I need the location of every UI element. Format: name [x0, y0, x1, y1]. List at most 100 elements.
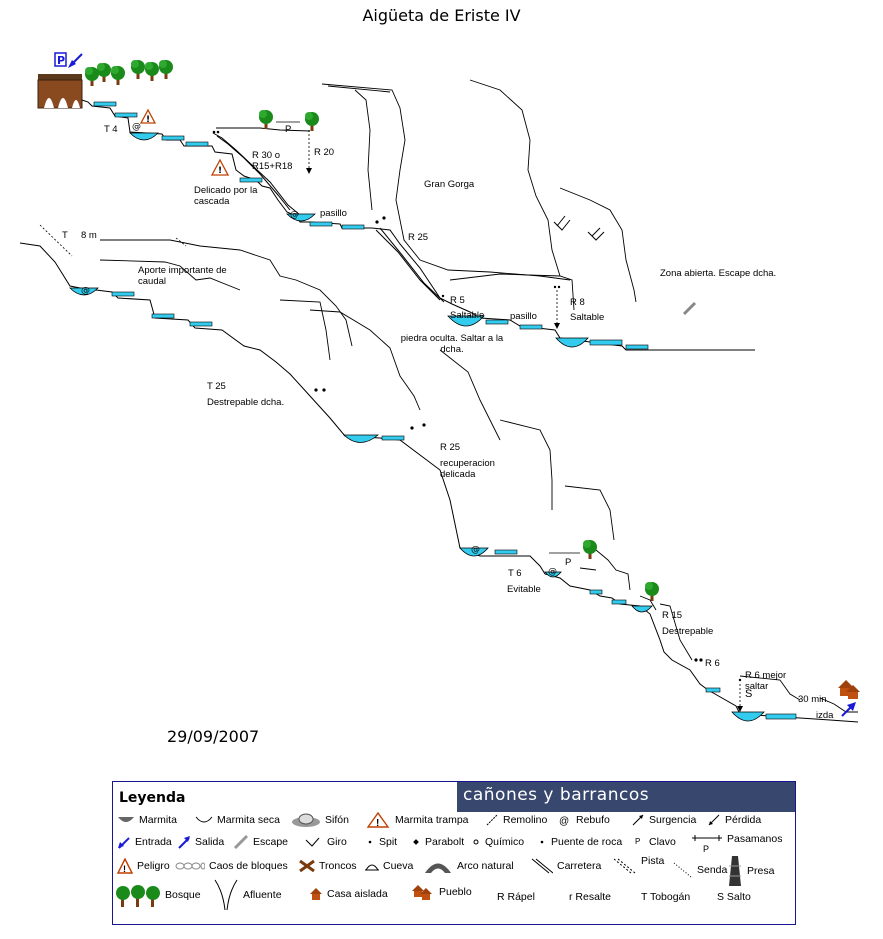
marmita-seca-icon [195, 816, 213, 823]
legend-caos-bloques: Caos de bloques [175, 858, 288, 874]
entrada-arrow-icon [68, 53, 83, 68]
legend-escape: Escape [233, 834, 288, 850]
label-r8: R 8 [570, 297, 585, 308]
carretera-icon [531, 858, 553, 874]
legend-pista: Pista [613, 855, 664, 874]
label-recuperacion: recuperacion delicada [440, 458, 495, 480]
label-r5: R 5 [450, 295, 465, 306]
svg-text:@: @ [81, 286, 90, 296]
forest-icon [85, 60, 173, 86]
svg-text:P: P [635, 837, 640, 846]
label-gran-gorga: Gran Gorga [424, 179, 475, 190]
troncos-icon [299, 859, 315, 873]
label-destrepable-2: Destrepable [662, 626, 714, 637]
label-t8m: 8 m [81, 230, 97, 241]
label-r6-mejor: R 6 mejor saltar [745, 670, 787, 692]
pasamanos-lines [276, 121, 580, 554]
giro-symbols [553, 215, 605, 241]
label-s: S [745, 688, 753, 700]
label-aporte: Aporte importante de caudal [138, 265, 227, 287]
bosque-icon [116, 885, 160, 907]
label-r6: R 6 [705, 658, 720, 669]
legend-bosque: Bosque [115, 880, 201, 910]
legend-tobogan: T Tobogán [641, 891, 691, 903]
label-p-top: P [285, 124, 292, 135]
label-evitable: Evitable [507, 584, 541, 595]
cueva-icon [365, 864, 379, 871]
marmita-trampa-icon: ! [366, 812, 390, 828]
svg-text:@: @ [132, 122, 141, 132]
arco-natural-icon [425, 863, 451, 873]
quimico-icon [473, 839, 479, 845]
svg-text:P: P [57, 54, 65, 67]
legend-surgencia: Surgencia [631, 812, 696, 828]
casa-aislada-icon [310, 888, 322, 900]
legend-senda: Senda [673, 862, 727, 878]
marmita-icon [118, 817, 134, 822]
gorge-walls [99, 79, 858, 713]
pueblo-icon [412, 885, 432, 900]
brand-text: cañones y barrancos [463, 785, 650, 805]
legend-resalte: r Resalte [569, 891, 612, 903]
surgencia-icon [632, 814, 644, 826]
label-r25-a: R 25 [408, 232, 429, 243]
legend-rapel: R Rápel [497, 891, 535, 903]
entrada-icon [118, 837, 130, 849]
svg-text:@: @ [471, 545, 480, 555]
label-t4: T 4 [104, 124, 118, 135]
salida-arrow-icon [841, 702, 856, 717]
presa-icon [729, 856, 741, 886]
legend-pueblo: Pueblo [411, 884, 472, 900]
anchor-points [212, 130, 742, 682]
rebufo-icon: @ [559, 816, 569, 826]
rebufo-symbols: @ @ @ @ @ [81, 122, 557, 577]
escape-icon [233, 835, 249, 849]
legend-marmita-seca: Marmita seca [195, 812, 280, 828]
legend-salto: S Salto [717, 891, 751, 903]
clavo-icon: P [635, 837, 640, 846]
legend-cueva: Cueva [365, 858, 413, 874]
escape-arrow-icon [682, 301, 697, 316]
giro-icon [305, 837, 320, 847]
peligro-icon: ! [117, 858, 133, 874]
date: 29/09/2007 [167, 727, 260, 746]
legend-giro: Giro [305, 834, 347, 850]
village-icon [838, 680, 860, 699]
label-saltable-2: Saltable [570, 312, 605, 323]
label-delicado: Delicado por la cascada [194, 185, 258, 207]
legend-arco-natural: Arco natural [423, 858, 514, 874]
senda-icon [673, 862, 692, 878]
rappel-lines [39, 130, 741, 708]
legend-salida: Salida [177, 834, 224, 850]
legend-perdida: Pérdida [707, 812, 761, 828]
legend-puente-roca: Puente de roca [537, 834, 622, 850]
canyon-diagram: P ! [19, 52, 860, 723]
salida-icon [178, 836, 190, 849]
svg-text:!: ! [146, 115, 150, 125]
legend-entrada: Entrada [117, 834, 172, 850]
label-izda: izda [816, 710, 834, 721]
label-piedra-oculta: piedra oculta. Saltar a la dcha. [400, 333, 504, 355]
label-p-low: P [565, 557, 572, 568]
legend-remolino: Remolino [485, 812, 547, 828]
legend-presa: Presa [727, 854, 774, 888]
label-zona-abierta: Zona abierta. Escape dcha. [660, 268, 777, 279]
diagram-title: Aigüeta de Eriste IV [362, 6, 521, 25]
label-pasillo-1: pasillo [320, 208, 347, 219]
canyon-profile [19, 99, 859, 723]
water-pools [69, 101, 797, 722]
legend-spit: Spit [365, 834, 397, 850]
legend-carretera: Carretera [531, 858, 601, 874]
svg-text:!: ! [123, 864, 126, 874]
label-destrepable-1: Destrepable dcha. [207, 397, 285, 408]
danger-icon-2: ! [210, 158, 230, 176]
label-t6: T 6 [508, 568, 522, 579]
legend-title: Leyenda [119, 790, 186, 806]
label-t8: T [62, 230, 68, 241]
drop-arrowheads [306, 168, 743, 712]
svg-text:P: P [703, 844, 709, 854]
pista-icon [613, 858, 636, 874]
svg-text:!: ! [376, 818, 379, 828]
legend-box: Leyenda cañones y barrancos Marmita Marm… [112, 781, 796, 925]
